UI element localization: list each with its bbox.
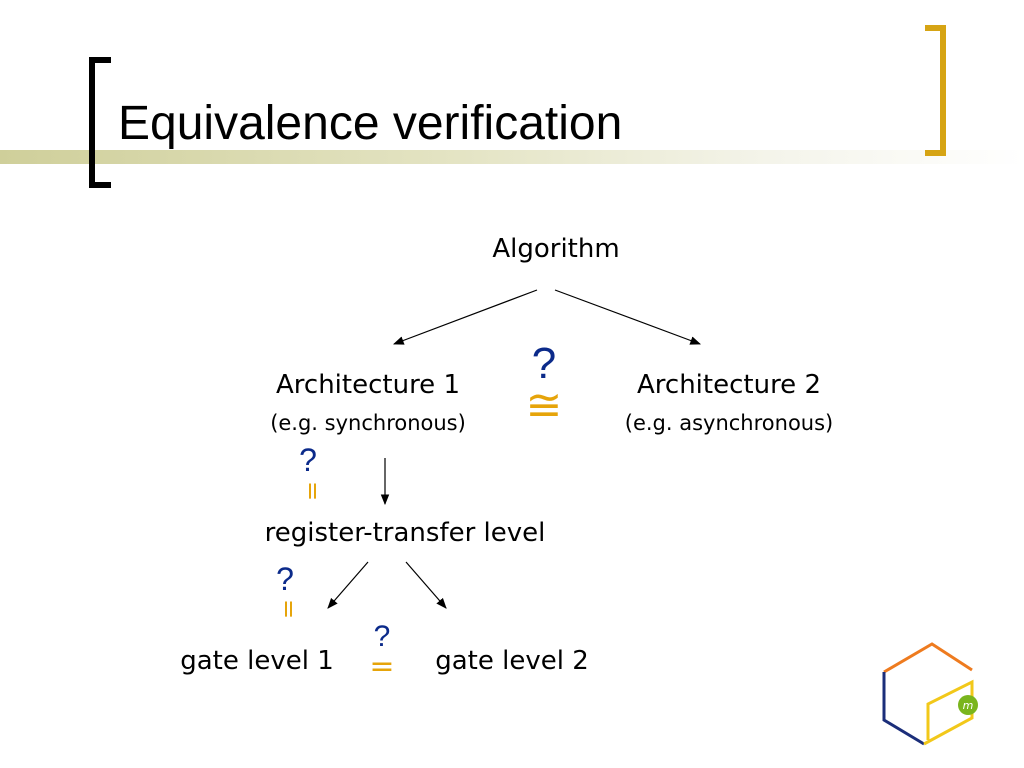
node-architecture-2-note: (e.g. asynchronous) (624, 411, 834, 435)
node-register-transfer-level: register-transfer level (264, 518, 546, 548)
question-mark-arch-equivalence: ? (531, 339, 557, 388)
corporate-logo: m (882, 642, 978, 746)
arrow-algorithm-to-arch2 (554, 289, 702, 345)
equal-symbol-arch-rtl: = (299, 480, 327, 502)
logo-yellow-edge (923, 679, 974, 746)
arrow-rtl-to-gate2 (405, 561, 447, 609)
logo-navy-edge (882, 672, 925, 746)
node-architecture-1: Architecture 1 (276, 370, 460, 400)
equal-symbol-rtl-gate: = (275, 598, 303, 620)
title-brackets (89, 25, 946, 188)
question-mark-rtl-gate: ? (276, 561, 294, 597)
question-mark-arch-rtl: ? (299, 442, 317, 478)
logo-letter: m (963, 699, 974, 712)
arrow-rtl-to-gate1 (327, 561, 369, 609)
right-bracket (925, 25, 946, 156)
node-gate-level-2: gate level 2 (435, 646, 589, 676)
node-gate-level-1: gate level 1 (180, 646, 334, 676)
equal-symbol-gate-gate: = (369, 649, 395, 684)
node-algorithm: Algorithm (492, 234, 620, 264)
logo-orange-edge (883, 642, 973, 674)
arrow-algorithm-to-arch1 (392, 289, 538, 345)
node-architecture-2: Architecture 2 (637, 370, 821, 400)
approx-equal-symbol: ≅ (525, 380, 563, 431)
title-underline-band (0, 150, 1024, 164)
node-architecture-1-note: (e.g. synchronous) (270, 411, 466, 435)
logo-green-badge (958, 695, 978, 715)
left-bracket (89, 57, 111, 188)
page-title: Equivalence verification (118, 97, 623, 150)
question-mark-gate-gate: ? (373, 620, 391, 653)
